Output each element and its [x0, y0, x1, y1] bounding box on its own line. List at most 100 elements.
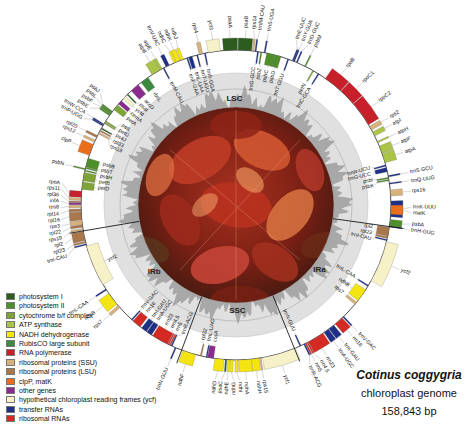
leader-line [145, 55, 149, 62]
leader-line [262, 370, 264, 378]
genome-backbone [81, 50, 391, 360]
leader-line [311, 48, 315, 56]
gene-box [98, 132, 109, 139]
gene-label: rps7 [334, 285, 345, 296]
gene-box [376, 225, 389, 236]
gc-content [118, 85, 354, 324]
leader-line [208, 343, 209, 346]
gene-label: ndhG [231, 382, 236, 395]
gene-label: rpl16 [48, 217, 60, 223]
leader-line [294, 333, 295, 335]
gene-box [335, 318, 350, 333]
leader-line [95, 179, 97, 182]
gene-label: ndhE [224, 382, 230, 395]
gene-label: matK [413, 210, 426, 216]
gene-label: psaB [243, 16, 249, 28]
gene-box [200, 344, 204, 356]
gene-box [131, 85, 146, 100]
legend-swatch [6, 340, 15, 347]
leader-line [156, 322, 158, 324]
leader-line [183, 364, 186, 372]
gene-label: atpA [404, 146, 416, 154]
gene-box [104, 122, 115, 129]
leader-line [302, 45, 308, 51]
leader-line [61, 211, 69, 214]
legend-text: hypothetical chloroplast reading frames … [19, 395, 156, 404]
leader-line [350, 287, 352, 288]
gene-box [73, 166, 85, 170]
genome-info-line: chloroplast genome [346, 384, 472, 402]
legend-text: photosystem II [19, 301, 65, 310]
leader-line [194, 68, 196, 70]
leader-line [402, 191, 410, 193]
leader-line [391, 266, 399, 269]
gene-label: rps7 [93, 319, 104, 330]
gene-box [146, 59, 160, 74]
leader-line [125, 115, 126, 117]
gene-box [78, 140, 94, 156]
gene-label: psbK [361, 183, 374, 190]
leader-line [309, 355, 310, 364]
leader-line [165, 327, 166, 330]
leader-line [256, 371, 258, 379]
region-label: LSC [226, 95, 242, 103]
leader-line [64, 231, 71, 238]
species-title: Cotinus coggygria [346, 366, 472, 384]
leader-line [341, 68, 346, 75]
gene-box [213, 359, 224, 372]
gene-box [390, 220, 403, 228]
gene-box [169, 51, 176, 63]
leader-line [372, 237, 375, 239]
genome-info: Cotinus coggygriachloroplast genome158,8… [346, 366, 472, 420]
leader-line [267, 33, 269, 41]
leader-line [66, 245, 73, 250]
gene-box [163, 68, 170, 79]
gene-label: trnK-UUU [413, 204, 436, 210]
gene-box [230, 360, 234, 372]
gene-box [208, 346, 216, 359]
gene-box [353, 96, 378, 125]
gene-box [377, 136, 389, 142]
leader-line [61, 217, 69, 220]
leader-line [159, 48, 163, 56]
leader-line [313, 353, 321, 359]
leader-line [68, 247, 74, 255]
gene-box [307, 70, 314, 81]
region-label: IRb [148, 268, 161, 276]
gene-box [82, 182, 95, 191]
leader-line [237, 372, 240, 380]
gene-box [187, 58, 192, 70]
leader-line [196, 34, 198, 42]
leader-line [257, 31, 260, 39]
leader-line [371, 102, 378, 107]
legend-swatch [6, 312, 15, 319]
leader-line [65, 164, 73, 166]
leader-line [245, 372, 246, 380]
leader-line [356, 278, 358, 279]
leader-line [299, 43, 303, 51]
legend-text: cytochrome b/f complex [19, 311, 93, 320]
leader-line [104, 260, 106, 262]
gene-label: ycf3 [207, 20, 214, 30]
gene-label: ndhF [176, 373, 185, 386]
leader-lines [61, 30, 412, 381]
leader-line [62, 183, 69, 194]
leader-line [374, 179, 377, 181]
gene-label: psaC [217, 381, 223, 394]
leader-line [61, 195, 69, 202]
leader-line [79, 127, 87, 131]
gene-box [69, 201, 81, 203]
leader-line [259, 64, 260, 67]
legend-text: ribosomal proteins (SSU) [19, 358, 97, 367]
leader-line [374, 234, 376, 236]
gene-label: ndhH [255, 380, 262, 393]
gene-box [262, 348, 300, 369]
leader-line [231, 372, 233, 381]
genome-info-line: 158,843 bp [346, 402, 472, 420]
leader-line [347, 330, 353, 336]
leader-line [143, 97, 145, 99]
gene-box [171, 335, 177, 346]
gene-label: ndhI [237, 382, 243, 392]
gene-box [99, 108, 110, 116]
leader-line [151, 318, 152, 320]
